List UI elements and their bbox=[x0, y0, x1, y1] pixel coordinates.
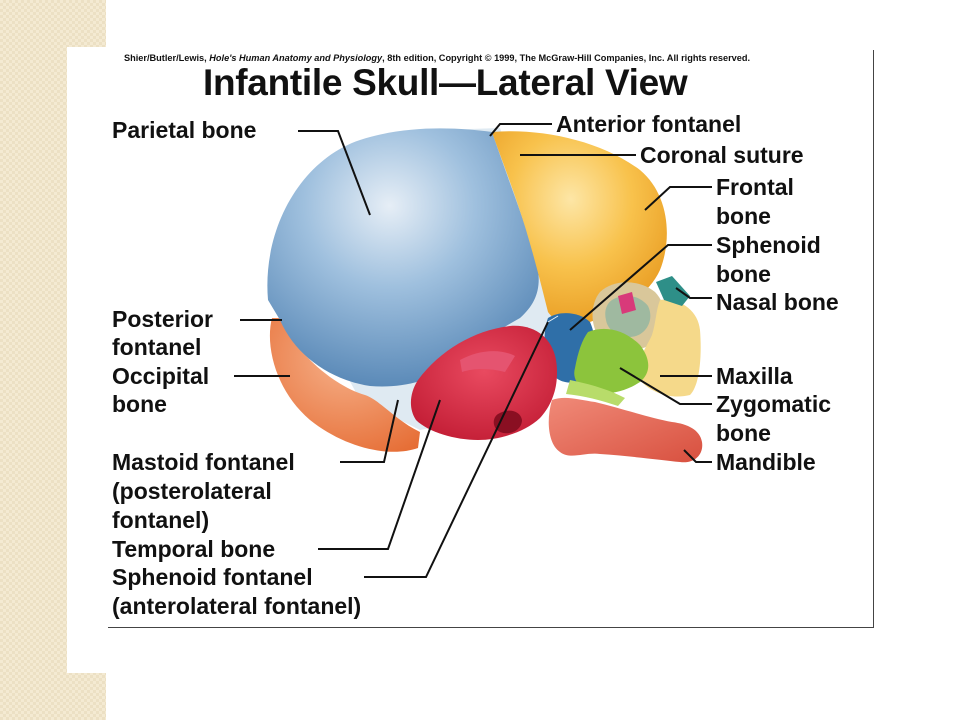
label-frontal-bone-line2: bone bbox=[716, 203, 771, 229]
label-mastoid-fontanel-line3: fontanel) bbox=[112, 507, 210, 533]
frontal-bone-shape bbox=[492, 131, 667, 326]
label-occipital-bone-line2: bone bbox=[112, 391, 167, 417]
leader-highlight bbox=[547, 315, 559, 323]
label-parietal-bone: Parietal bone bbox=[112, 117, 257, 143]
label-coronal-suture: Coronal suture bbox=[640, 142, 804, 168]
temporal-bone-shape bbox=[410, 325, 558, 440]
zygomatic-arch-shape bbox=[566, 380, 625, 406]
temporal-squama-accent bbox=[460, 351, 515, 372]
label-maxilla: Maxilla bbox=[716, 363, 793, 389]
label-sphenoid-bone-line2: bone bbox=[716, 261, 771, 287]
mandible-shape bbox=[548, 397, 703, 463]
parietal-bone-shape bbox=[267, 128, 539, 387]
label-sphenoid-fontanel-line1: Sphenoid fontanel bbox=[112, 564, 313, 590]
label-mastoid-fontanel-line1: Mastoid fontanel bbox=[112, 449, 295, 475]
label-sphenoid-fontanel-line2: (anterolateral fontanel) bbox=[112, 593, 362, 619]
occipital-bone-shape bbox=[269, 318, 420, 452]
leader-mandible bbox=[683, 449, 712, 463]
label-zygomatic-bone-line1: Zygomatic bbox=[716, 391, 832, 417]
label-sphenoid-bone-line1: Sphenoid bbox=[716, 232, 821, 258]
leader-sphenoid-fontanel bbox=[364, 321, 549, 578]
leader-parietal bbox=[298, 130, 371, 216]
leader-frontal bbox=[644, 186, 712, 211]
leader-nasal bbox=[675, 287, 712, 299]
label-anterior-fontanel: Anterior fontanel bbox=[556, 111, 742, 137]
nasal-bone-shape bbox=[656, 276, 690, 306]
label-nasal-bone: Nasal bone bbox=[716, 289, 839, 315]
label-frontal-bone-line1: Frontal bbox=[716, 174, 794, 200]
label-zygomatic-bone-line2: bone bbox=[716, 420, 771, 446]
leader-sphenoid bbox=[569, 244, 712, 331]
label-posterior-fontanel-line2: fontanel bbox=[112, 334, 202, 360]
copyright-credit: Shier/Butler/Lewis, Hole's Human Anatomy… bbox=[124, 53, 751, 63]
figure-title: Infantile Skull—Lateral View bbox=[203, 62, 688, 103]
label-posterior-fontanel-line1: Posterior bbox=[112, 306, 213, 332]
leader-temporal bbox=[318, 399, 441, 550]
external-acoustic-meatus bbox=[493, 410, 522, 434]
label-occipital-bone-line1: Occipital bbox=[112, 363, 210, 389]
leader-zygomatic bbox=[619, 367, 712, 405]
ethmoid-accent bbox=[618, 292, 636, 314]
maxilla-shape bbox=[637, 299, 701, 397]
zygomatic-bone-shape bbox=[574, 328, 649, 394]
leader-mastoid-fontanel bbox=[340, 399, 399, 463]
orbit-inner-shape bbox=[605, 295, 651, 338]
label-mandible: Mandible bbox=[716, 449, 816, 475]
label-temporal-bone: Temporal bone bbox=[112, 536, 276, 562]
label-mastoid-fontanel-line2: (posterolateral bbox=[112, 478, 272, 504]
leader-anterior-fontanel bbox=[489, 123, 552, 137]
